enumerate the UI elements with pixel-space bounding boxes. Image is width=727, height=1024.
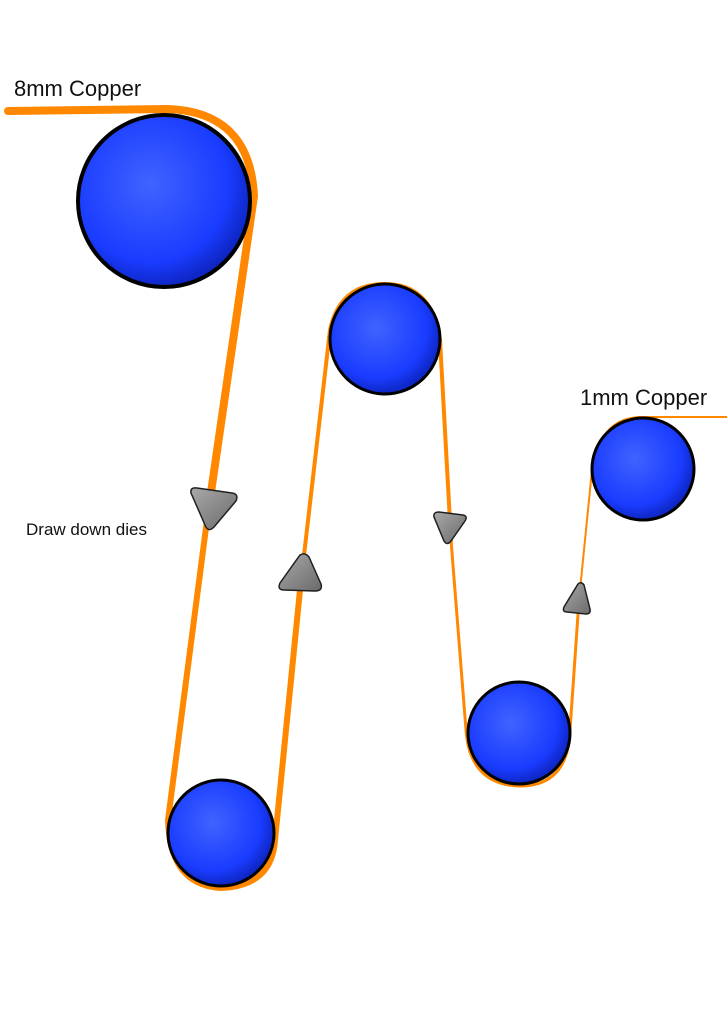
pulley-icon bbox=[466, 680, 572, 786]
die-icon bbox=[562, 581, 591, 615]
die-icon bbox=[190, 487, 238, 531]
wire-segment-1 bbox=[4, 104, 259, 524]
input-wire-label: 8mm Copper bbox=[14, 76, 141, 101]
die-icon bbox=[433, 511, 467, 545]
pulley-icon bbox=[590, 416, 696, 522]
dies-label: Draw down dies bbox=[26, 520, 147, 539]
pulley-icon bbox=[76, 113, 252, 289]
pulleys bbox=[76, 113, 696, 888]
pulley-icon bbox=[328, 282, 442, 396]
output-wire-label: 1mm Copper bbox=[580, 385, 707, 410]
pulley-icon bbox=[166, 778, 276, 888]
draw-down-dies bbox=[190, 487, 591, 615]
die-icon bbox=[278, 553, 323, 592]
